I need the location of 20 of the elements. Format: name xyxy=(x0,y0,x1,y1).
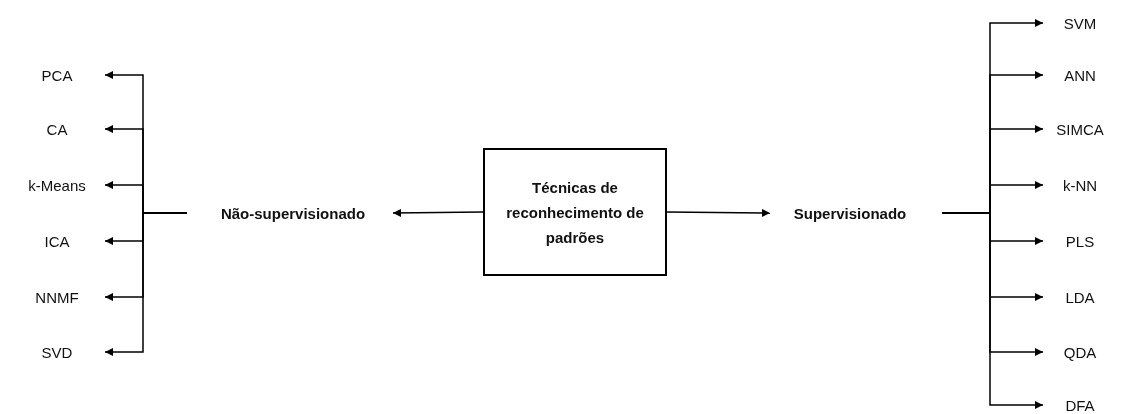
method-label: DFA xyxy=(1043,395,1117,414)
method-label: PCA xyxy=(9,65,105,85)
method-label: k-Means xyxy=(9,175,105,195)
arrow xyxy=(666,208,771,217)
method-label: ICA xyxy=(9,231,105,251)
process-box: Técnicas de reconhecimento de padrões xyxy=(483,148,667,276)
arrow xyxy=(392,208,484,217)
method-label: CA xyxy=(9,119,105,139)
method-label: PLS xyxy=(1043,231,1117,251)
method-label: QDA xyxy=(1043,342,1117,362)
method-label: ANN xyxy=(1043,65,1117,85)
category-label: Não-supervisionado xyxy=(193,203,393,223)
method-label: SIMCA xyxy=(1043,119,1117,139)
method-label: SVM xyxy=(1043,13,1117,33)
category-label: Supervisionado xyxy=(770,203,930,223)
method-label: SVD xyxy=(9,342,105,362)
arrow xyxy=(941,212,1044,409)
method-label: LDA xyxy=(1043,287,1117,307)
method-label: NNMF xyxy=(9,287,105,307)
method-label: k-NN xyxy=(1043,175,1117,195)
